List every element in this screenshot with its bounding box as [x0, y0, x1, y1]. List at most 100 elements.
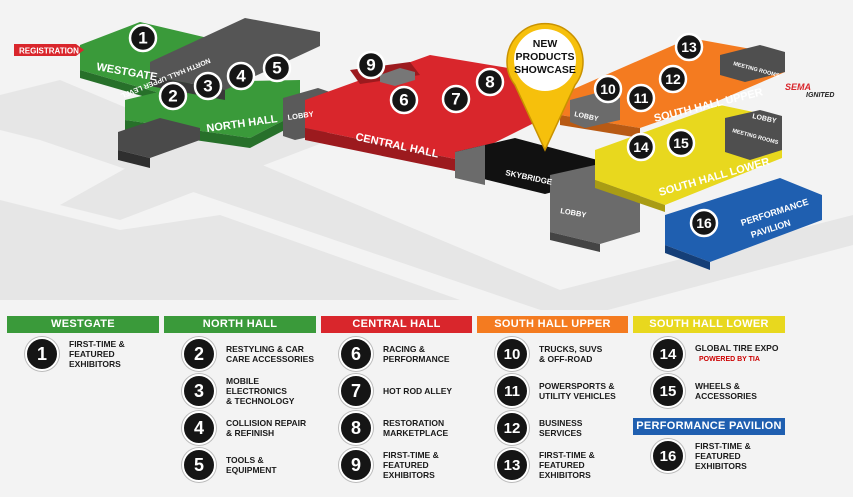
legend-central-hall: CENTRAL HALL 6 RACING & PERFORMANCE 7 HO…: [321, 316, 472, 482]
svg-text:10: 10: [600, 81, 616, 97]
svg-text:1: 1: [138, 29, 147, 48]
legend-text-3: MOBILE ELECTRONICS & TECHNOLOGY: [226, 376, 295, 406]
lobby-north-label: LOBBY: [287, 109, 314, 122]
legend-item-12[interactable]: 12 BUSINESS SERVICES: [477, 411, 628, 445]
legend-text-7: HOT ROD ALLEY: [383, 386, 453, 396]
marker-8[interactable]: 8: [475, 67, 505, 97]
registration-sign: REGISTRATION: [14, 44, 84, 56]
svg-text:3: 3: [203, 77, 212, 96]
legend-south-hall-upper-header: SOUTH HALL UPPER: [477, 316, 628, 333]
svg-text:SEMA: SEMA: [785, 82, 811, 92]
legend-north-hall-header: NORTH HALL: [164, 316, 316, 333]
svg-text:11: 11: [634, 90, 649, 106]
legend-text-4: COLLISION REPAIR & REFINISH: [226, 418, 307, 438]
legend-text-2: RESTYLING & CAR CARE ACCESSORIES: [226, 344, 315, 364]
svg-text:5: 5: [272, 59, 281, 78]
legend-text-15: WHEELS & ACCESSORIES: [695, 381, 757, 401]
legend-item-13[interactable]: 13 FIRST-TIME & FEATURED EXHIBITORS: [477, 448, 628, 482]
legend-number-15: 15: [651, 374, 685, 408]
legend-text-10: TRUCKS, SUVs & OFF-ROAD: [539, 344, 603, 364]
tia-logo: POWERED BY TIA: [699, 356, 760, 363]
svg-text:6: 6: [399, 91, 408, 110]
performance-pavilion-zone[interactable]: [665, 178, 822, 270]
floor-map: REGISTRATION WESTGATE NORTH HALL NORTH H…: [0, 18, 853, 310]
legend-number-10: 10: [495, 337, 529, 371]
svg-text:14: 14: [633, 139, 649, 155]
legend-item-8[interactable]: 8 RESTORATION MARKETPLACE: [321, 411, 472, 445]
legend-text-8: RESTORATION MARKETPLACE: [383, 418, 449, 438]
legend-number-11: 11: [495, 374, 529, 408]
marker-4[interactable]: 4: [226, 61, 256, 91]
marker-15[interactable]: 15: [666, 128, 696, 158]
marker-5[interactable]: 5: [262, 53, 292, 83]
marker-7[interactable]: 7: [441, 84, 471, 114]
legend-south-hall-upper: SOUTH HALL UPPER 10 TRUCKS, SUVs & OFF-R…: [477, 316, 628, 482]
marker-6[interactable]: 6: [389, 85, 419, 115]
marker-13[interactable]: 13: [674, 32, 704, 62]
legend-item-9[interactable]: 9 FIRST-TIME & FEATURED EXHIBITORS: [321, 448, 472, 482]
marker-9[interactable]: 9: [356, 50, 386, 80]
marker-10[interactable]: 10: [593, 74, 623, 104]
svg-text:4: 4: [236, 67, 246, 86]
legend-item-7[interactable]: 7 HOT ROD ALLEY: [321, 374, 472, 408]
legend-item-1[interactable]: 1 FIRST-TIME & FEATURED EXHIBITORS: [7, 337, 159, 371]
legend-number-14: 14: [651, 337, 685, 371]
legend-number-16: 16: [651, 439, 685, 473]
legend-number-6: 6: [339, 337, 373, 371]
marker-3[interactable]: 3: [193, 71, 223, 101]
lobby-south-label: LOBBY: [560, 206, 587, 219]
legend-number-2: 2: [182, 337, 216, 371]
svg-text:9: 9: [366, 56, 375, 75]
legend-central-hall-header: CENTRAL HALL: [321, 316, 472, 333]
svg-text:15: 15: [673, 135, 689, 151]
legend-item-15[interactable]: 15 WHEELS & ACCESSORIES: [633, 374, 785, 408]
legend-number-3: 3: [182, 374, 216, 408]
legend-number-13: 13: [495, 448, 529, 482]
marker-12[interactable]: 12: [658, 64, 688, 94]
legend-item-5[interactable]: 5 TOOLS & EQUIPMENT: [164, 448, 316, 482]
legend-north-hall: NORTH HALL 2 RESTYLING & CAR CARE ACCESS…: [164, 316, 316, 482]
legend-number-1: 1: [25, 337, 59, 371]
marker-16[interactable]: 16: [689, 208, 719, 238]
legend-text-12: BUSINESS SERVICES: [539, 418, 583, 438]
legend-number-9: 9: [339, 448, 373, 482]
marker-14[interactable]: 14: [626, 132, 656, 162]
svg-text:SHOWCASE: SHOWCASE: [514, 64, 576, 76]
legend-number-12: 12: [495, 411, 529, 445]
legend-text-9: FIRST-TIME & FEATURED EXHIBITORS: [383, 450, 439, 480]
sema-ignited-logo: SEMA IGNITED: [785, 82, 834, 99]
marker-2[interactable]: 2: [158, 81, 188, 111]
legend-text-14: GLOBAL TIRE EXPOPOWERED BY TIA: [695, 343, 779, 363]
svg-text:13: 13: [681, 39, 697, 55]
legend-item-16[interactable]: 16 FIRST-TIME & FEATURED EXHIBITORS: [633, 439, 785, 473]
svg-text:PRODUCTS: PRODUCTS: [516, 51, 575, 63]
legend-item-6[interactable]: 6 RACING & PERFORMANCE: [321, 337, 472, 371]
legend-item-11[interactable]: 11 POWERSPORTS & UTILITY VEHICLES: [477, 374, 628, 408]
legend-south-hall-lower: SOUTH HALL LOWER 14 GLOBAL TIRE EXPOPOWE…: [633, 316, 785, 473]
legend-number-7: 7: [339, 374, 373, 408]
legend-text-6: RACING & PERFORMANCE: [383, 344, 450, 364]
legend-item-4[interactable]: 4 COLLISION REPAIR & REFINISH: [164, 411, 316, 445]
legend-text-16: FIRST-TIME & FEATURED EXHIBITORS: [695, 441, 751, 471]
legend-item-14[interactable]: 14 GLOBAL TIRE EXPOPOWERED BY TIA: [633, 337, 785, 371]
legend-item-3[interactable]: 3 MOBILE ELECTRONICS & TECHNOLOGY: [164, 374, 316, 408]
legend-text-5: TOOLS & EQUIPMENT: [226, 455, 277, 475]
svg-text:8: 8: [485, 73, 494, 92]
legend-item-2[interactable]: 2 RESTYLING & CAR CARE ACCESSORIES: [164, 337, 316, 371]
svg-text:IGNITED: IGNITED: [806, 92, 834, 99]
legend-item-10[interactable]: 10 TRUCKS, SUVs & OFF-ROAD: [477, 337, 628, 371]
legend-text-11: POWERSPORTS & UTILITY VEHICLES: [539, 381, 616, 401]
legend-number-4: 4: [182, 411, 216, 445]
svg-text:12: 12: [665, 71, 681, 87]
legend-westgate: WESTGATE 1 FIRST-TIME & FEATURED EXHIBIT…: [7, 316, 159, 371]
new-products-showcase-pin[interactable]: NEW PRODUCTS SHOWCASE: [506, 22, 584, 152]
svg-text:2: 2: [168, 87, 177, 106]
marker-1[interactable]: 1: [128, 23, 158, 53]
svg-text:REGISTRATION: REGISTRATION: [19, 47, 79, 56]
svg-text:NEW: NEW: [533, 38, 558, 50]
legend: WESTGATE 1 FIRST-TIME & FEATURED EXHIBIT…: [0, 316, 853, 497]
legend-westgate-header: WESTGATE: [7, 316, 159, 333]
svg-text:7: 7: [451, 90, 460, 109]
legend-number-8: 8: [339, 411, 373, 445]
marker-11[interactable]: 11: [626, 83, 656, 113]
